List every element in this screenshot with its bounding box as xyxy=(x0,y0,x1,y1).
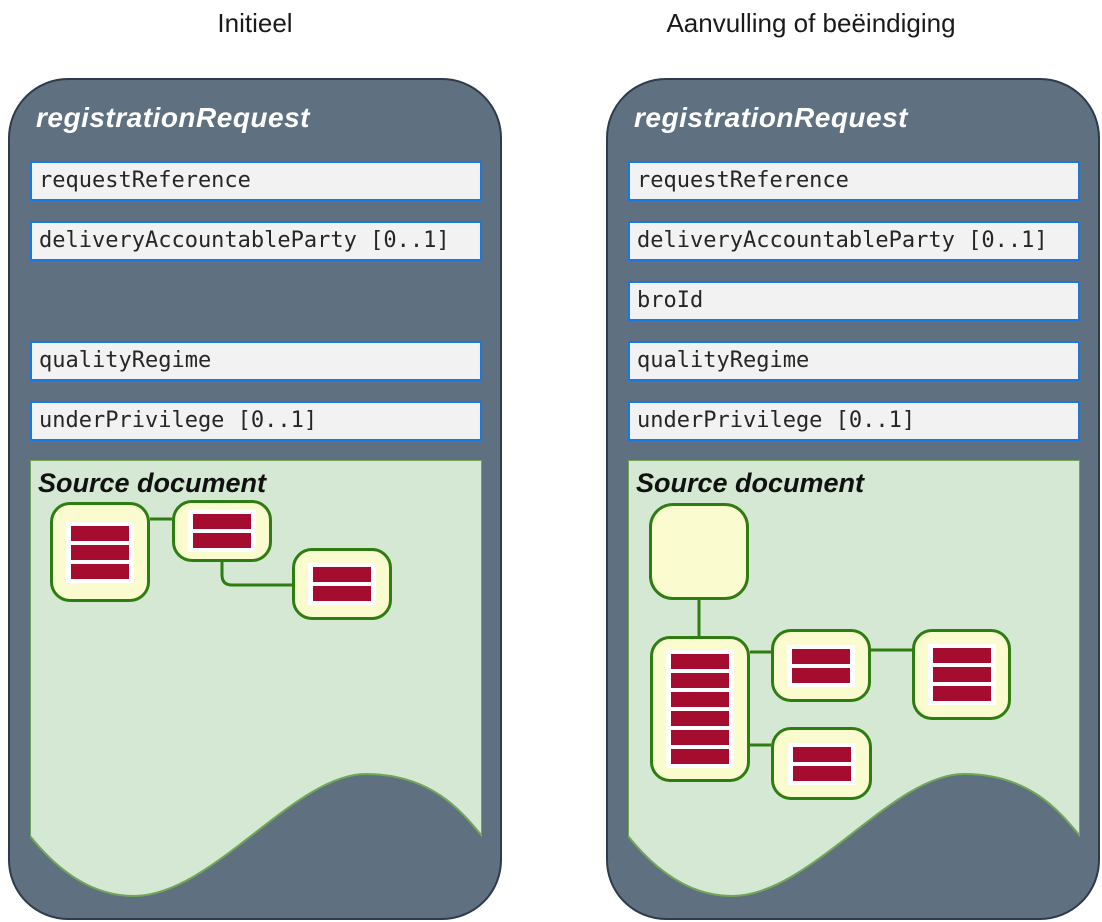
document-lines-icon xyxy=(927,644,996,705)
document-line-bar xyxy=(932,648,991,663)
document-line-bar xyxy=(193,533,251,548)
connector-elbow xyxy=(220,562,292,587)
document-line-bar xyxy=(671,673,729,688)
document-node-large xyxy=(50,502,150,602)
panel-aanvulling: registrationRequest requestReference del… xyxy=(606,78,1100,920)
document-line-bar xyxy=(671,711,729,726)
document-node-right xyxy=(912,629,1011,720)
document-line-bar xyxy=(313,567,371,582)
document-line-bar xyxy=(792,648,850,664)
document-lines-icon xyxy=(188,510,256,552)
document-line-bar xyxy=(792,765,851,781)
field-deliveryAccountableParty: deliveryAccountableParty [0..1] xyxy=(628,221,1080,261)
document-lines-icon xyxy=(666,650,734,768)
document-line-bar xyxy=(792,746,851,762)
column-heading-aanvulling: Aanvulling of beëindiging xyxy=(666,8,956,38)
document-line-bar xyxy=(671,692,729,707)
document-lines-icon xyxy=(308,563,376,605)
document-node-small-top xyxy=(172,500,272,562)
document-line-bar xyxy=(71,563,129,579)
document-lines-icon xyxy=(66,521,134,583)
source-document-area: Source document xyxy=(628,460,1080,922)
document-line-bar xyxy=(313,586,371,601)
document-line-bar xyxy=(932,667,991,682)
document-line-bar xyxy=(671,749,729,764)
field-qualityRegime: qualityRegime xyxy=(30,341,482,381)
document-line-bar xyxy=(671,654,729,669)
panel-title: registrationRequest xyxy=(36,102,310,133)
field-underPrivilege: underPrivilege [0..1] xyxy=(30,401,482,441)
document-node-tall xyxy=(650,636,750,782)
document-node-empty xyxy=(649,503,749,600)
panel-initieel: registrationRequest requestReference del… xyxy=(8,78,502,920)
document-node-mid-lower xyxy=(771,727,872,800)
document-node-small-right xyxy=(292,548,392,620)
document-line-bar xyxy=(932,686,991,701)
column-heading-initieel: Initieel xyxy=(217,8,293,38)
document-lines-icon xyxy=(787,644,855,687)
source-document-area: Source document xyxy=(30,460,482,922)
document-line-bar xyxy=(671,730,729,745)
panel-title: registrationRequest xyxy=(634,102,908,133)
document-line-bar xyxy=(71,525,129,541)
document-line-bar xyxy=(71,544,129,560)
document-line-bar xyxy=(792,667,850,683)
field-qualityRegime: qualityRegime xyxy=(628,341,1080,381)
document-line-bar xyxy=(193,514,251,529)
field-requestReference: requestReference xyxy=(30,161,482,201)
document-node-mid-upper xyxy=(771,629,871,702)
field-broId: broId xyxy=(628,281,1080,321)
field-underPrivilege: underPrivilege [0..1] xyxy=(628,401,1080,441)
document-lines-icon xyxy=(787,742,856,785)
source-document-title: Source document xyxy=(636,468,865,498)
source-document-title: Source document xyxy=(38,468,267,498)
field-requestReference: requestReference xyxy=(628,161,1080,201)
field-deliveryAccountableParty: deliveryAccountableParty [0..1] xyxy=(30,221,482,261)
